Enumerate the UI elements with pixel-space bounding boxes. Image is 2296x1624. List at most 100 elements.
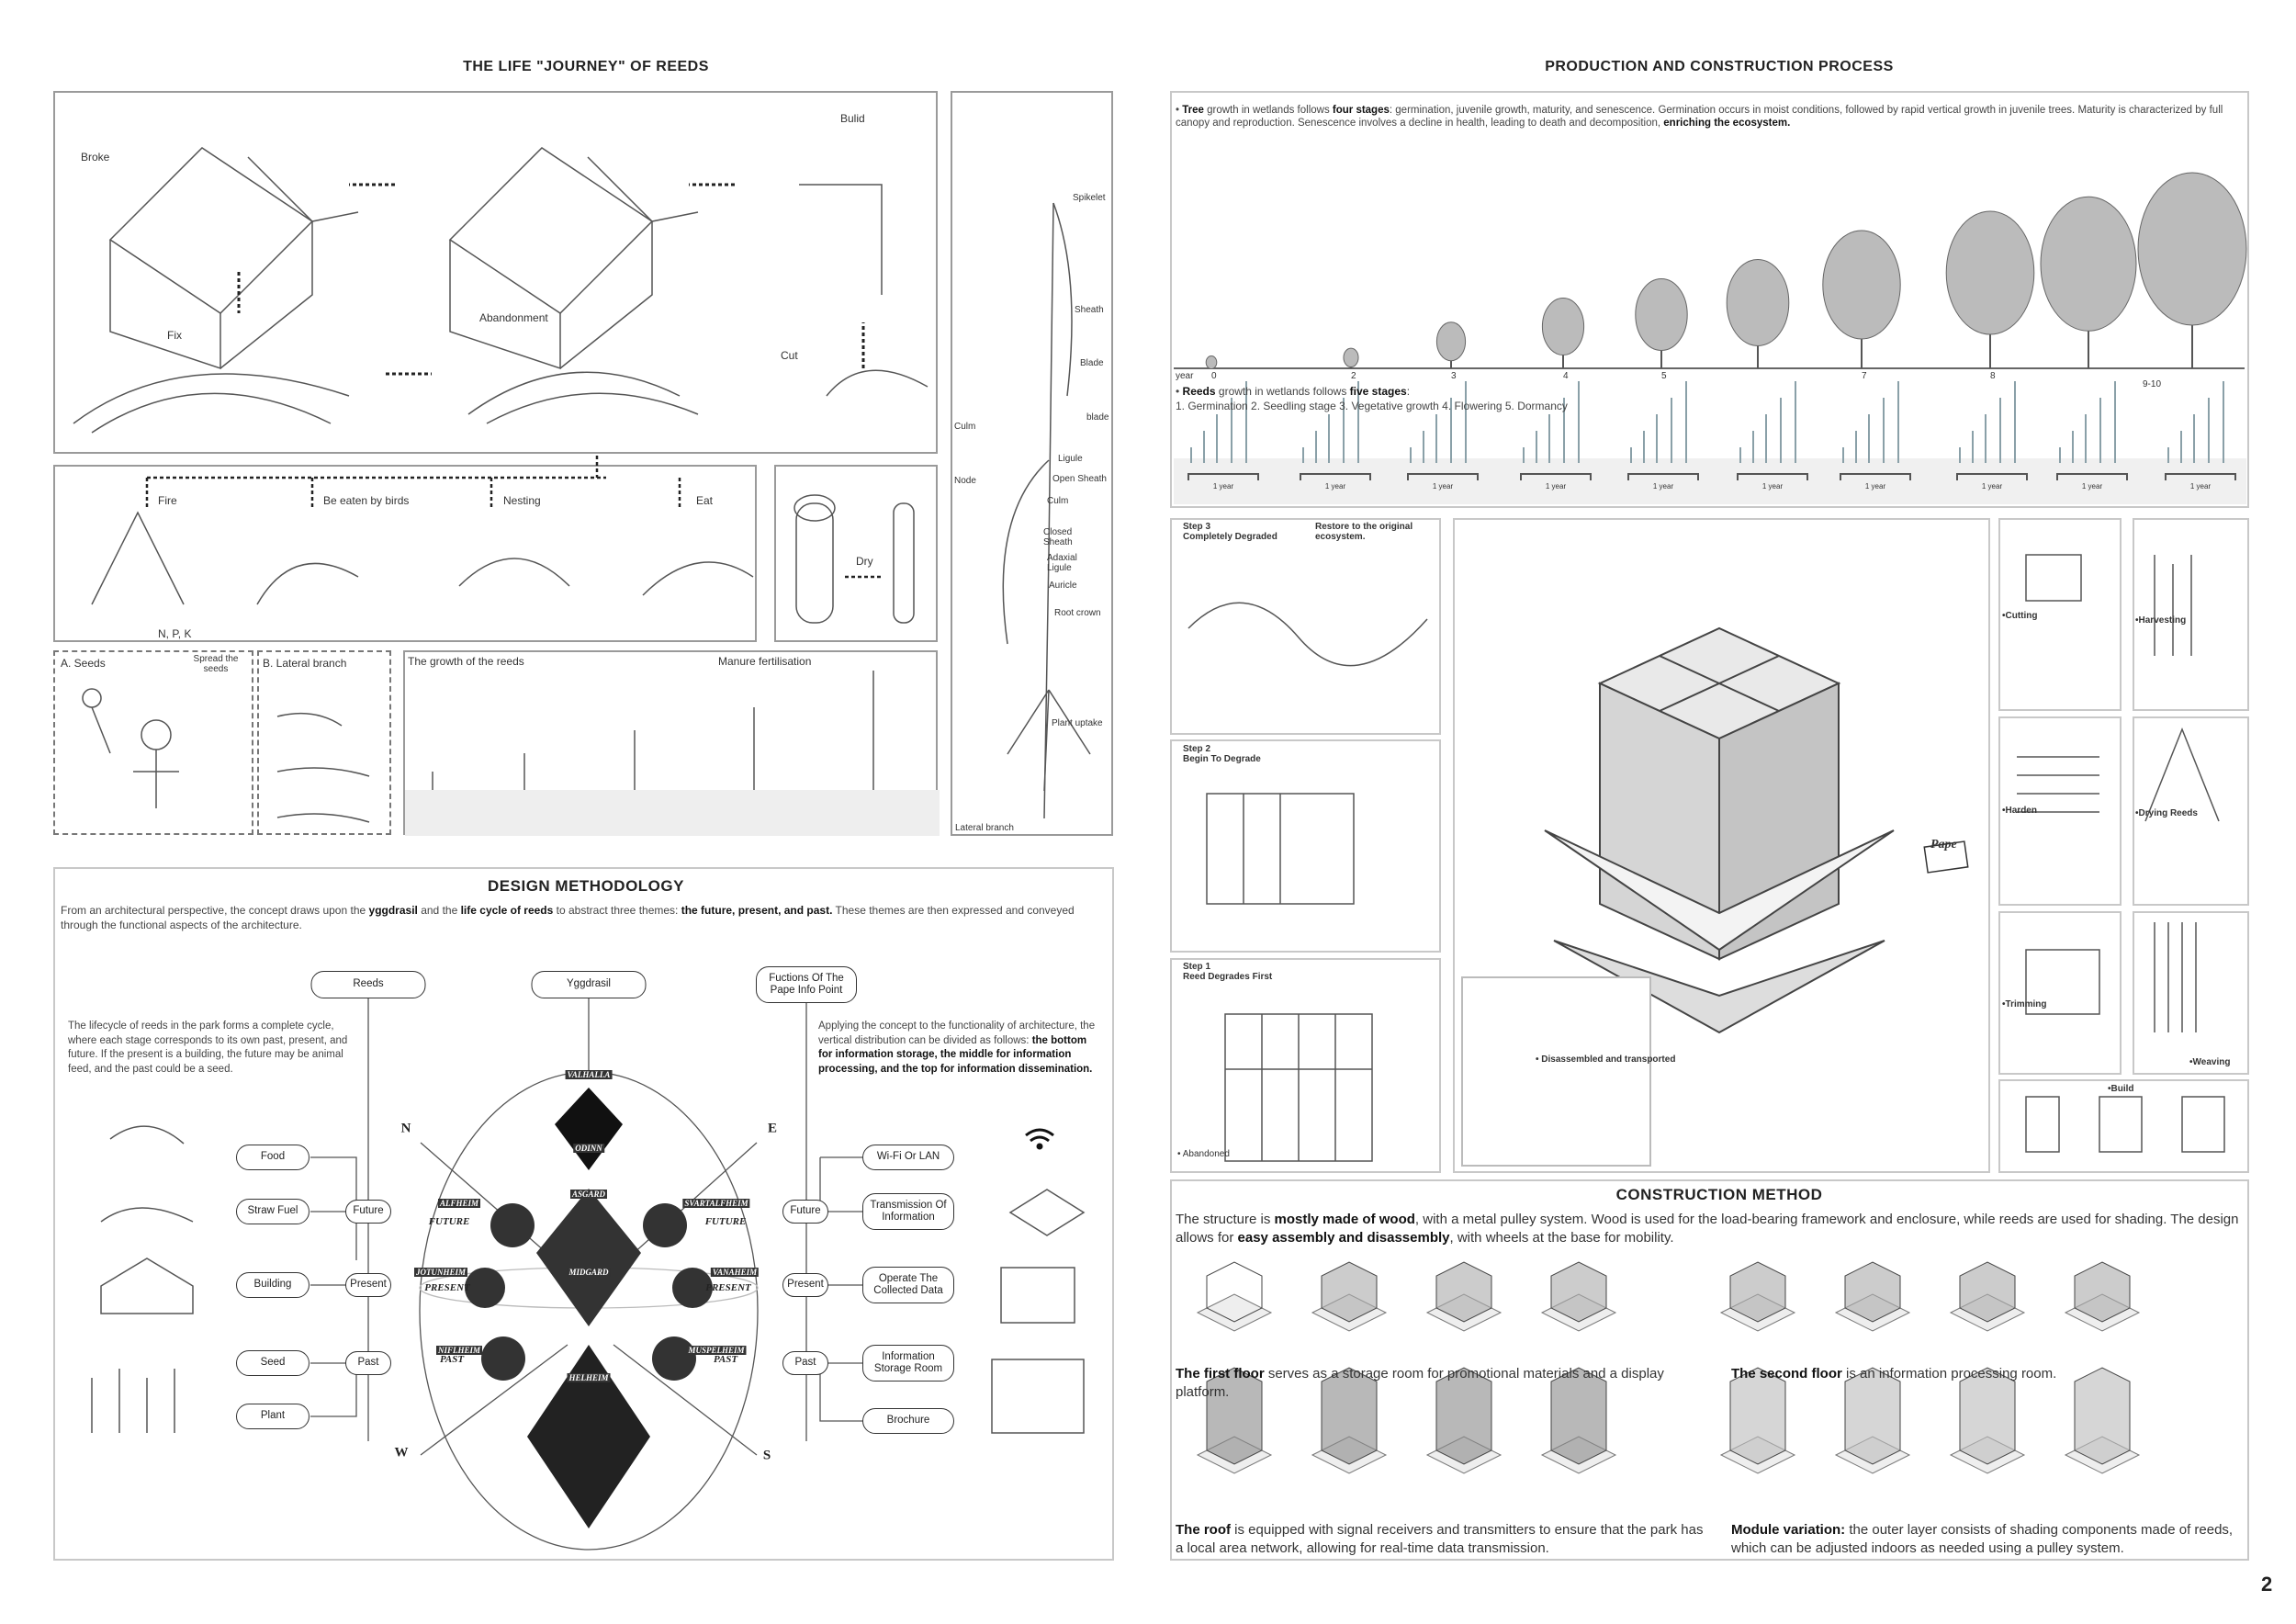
- func-transmission: Transmission Of Information: [862, 1193, 954, 1230]
- time-past-left: Past: [345, 1351, 391, 1375]
- label-nesting: Nesting: [503, 494, 541, 507]
- reed-cluster: [1302, 381, 1359, 463]
- theme-past-right: PAST: [713, 1354, 738, 1365]
- pape-sign: Pape: [1930, 838, 1957, 851]
- compass-n: N: [400, 1121, 411, 1136]
- year-period: 1 year: [1956, 473, 2028, 491]
- realm-label: JOTUNHEIM: [413, 1268, 468, 1277]
- period-label: 1 year: [1981, 482, 2003, 491]
- item-building: Building: [236, 1272, 310, 1298]
- step-harden: •Harden: [2002, 806, 2037, 816]
- reed-cluster: [1959, 381, 2016, 463]
- year-tick: 7: [1862, 371, 1867, 381]
- compass-e: E: [767, 1121, 778, 1136]
- lateral-branch-illustration: [276, 712, 370, 823]
- tree-growth-text: • Tree growth in wetlands follows four s…: [1176, 105, 2223, 130]
- func-operate-data: Operate The Collected Data: [862, 1267, 954, 1303]
- module-stage: [1311, 1261, 1388, 1332]
- year-tick: 3: [1451, 371, 1457, 381]
- year-period: 1 year: [1737, 473, 1808, 491]
- year-period: 1 year: [1300, 473, 1371, 491]
- period-label: 1 year: [2081, 482, 2103, 491]
- reed-cluster: [2059, 381, 2116, 463]
- tree-stage: [1635, 278, 1688, 368]
- func-brochure: Brochure: [862, 1408, 954, 1434]
- year-period: 1 year: [1840, 473, 1911, 491]
- period-label: 1 year: [1545, 482, 1567, 491]
- label-auricle: Auricle: [1049, 581, 1077, 591]
- label-cut: Cut: [781, 349, 798, 362]
- label-spread-seeds: Spread the seeds: [193, 654, 239, 674]
- realm-label: MUSPELHEIM: [686, 1346, 747, 1355]
- module-stage: [1834, 1261, 1911, 1332]
- label-lateral-branch: B. Lateral branch: [263, 657, 347, 670]
- year-tick: 2: [1351, 371, 1356, 381]
- label-lateral-branch-anatomy: Lateral branch: [955, 823, 1014, 833]
- realm-label: ASGARD: [569, 1190, 608, 1199]
- step-trimming: •Trimming: [2002, 999, 2047, 1009]
- label-culm: Culm: [954, 422, 976, 432]
- step-build: •Build: [2108, 1084, 2134, 1094]
- dry-panel: [774, 465, 938, 642]
- growth-panel: [403, 650, 940, 836]
- label-spikelet: Spikelet: [1073, 193, 1106, 203]
- realm-label: ODINN: [573, 1144, 604, 1153]
- label-ligule: Ligule: [1058, 454, 1083, 464]
- methodology-diagram-lines: [310, 998, 865, 1551]
- right-section-title: PRODUCTION AND CONSTRUCTION PROCESS: [1545, 59, 1894, 74]
- weaving-panel: [2133, 911, 2249, 1075]
- module-stage: [1834, 1367, 1911, 1474]
- pavilion-illustration: [1461, 626, 1969, 1167]
- period-label: 1 year: [1432, 482, 1454, 491]
- functions-text: Applying the concept to the functionalit…: [818, 1021, 1096, 1075]
- period-label: 1 year: [1652, 482, 1674, 491]
- tree-stage: [1343, 347, 1359, 368]
- build-panel: [1998, 1079, 2249, 1173]
- module-stage: [1540, 1261, 1617, 1332]
- label-fire: Fire: [158, 494, 177, 507]
- year-tick: 5: [1661, 371, 1667, 381]
- step-weaving: •Weaving: [2189, 1057, 2231, 1067]
- lateral-branch-panel: [257, 650, 391, 835]
- construction-intro: The structure is mostly made of wood, wi…: [1176, 1212, 2239, 1246]
- functions-node: Fuctions Of The Pape Info Point: [756, 966, 857, 1003]
- dry-reed-illustration: [793, 494, 915, 624]
- theme-future-right: FUTURE: [704, 1216, 747, 1227]
- label-blade: Blade: [1080, 358, 1104, 368]
- reed-growth-illustration: [405, 671, 940, 836]
- year-tick: 8: [1990, 371, 1996, 381]
- second-floor-caption: The second floor is an information proce…: [1731, 1366, 2057, 1382]
- module-stage: [1719, 1261, 1796, 1332]
- realm-label: SVARTALFHEIM: [682, 1199, 750, 1208]
- drying-panel: [2133, 716, 2249, 906]
- module-sequence-illustration: [1196, 1261, 2141, 1474]
- reed-cluster: [1842, 381, 1899, 463]
- year-tick: 0: [1211, 371, 1217, 381]
- period-label: 1 year: [2189, 482, 2212, 491]
- item-plant: Plant: [236, 1404, 310, 1429]
- reed-cluster: [1523, 381, 1580, 463]
- func-wifi: Wi-Fi Or LAN: [862, 1145, 954, 1170]
- item-straw-fuel: Straw Fuel: [236, 1199, 310, 1224]
- period-label: 1 year: [1761, 482, 1784, 491]
- reed-fate-panel: [53, 456, 757, 642]
- label-root-crown: Root crown: [1054, 608, 1101, 618]
- label-closed-sheath: Closed Sheath: [1043, 527, 1073, 547]
- label-broke: Broke: [81, 151, 110, 164]
- module-stage: [1540, 1367, 1617, 1474]
- house-cycle-illustration: [73, 147, 929, 434]
- compass-w: W: [394, 1445, 409, 1460]
- trimming-panel: [1998, 911, 2122, 1075]
- realm-label: ALFHEIM: [437, 1199, 481, 1208]
- restore-note: Restore to the original ecosystem.: [1315, 522, 1413, 542]
- module-stage: [1425, 1367, 1503, 1474]
- year-period: 1 year: [1407, 473, 1479, 491]
- period-label: 1 year: [1864, 482, 1886, 491]
- theme-future-left: FUTURE: [428, 1216, 470, 1227]
- theme-present-left: PRESENT: [424, 1282, 470, 1293]
- tree-growth-illustration: [1174, 172, 2247, 504]
- step-harvesting: •Harvesting: [2135, 615, 2187, 626]
- label-open-sheath: Open Sheath: [1052, 474, 1107, 484]
